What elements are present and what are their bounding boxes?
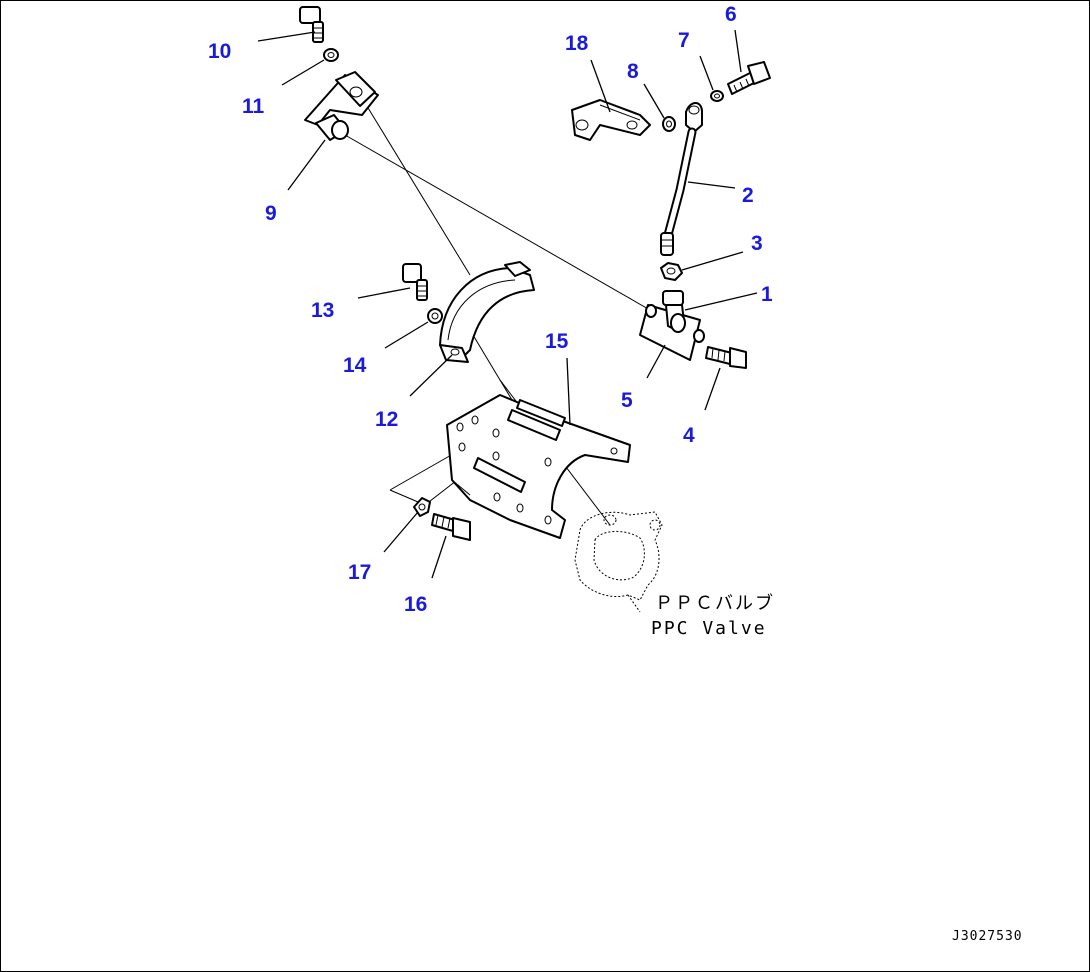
bolt-6	[727, 61, 771, 95]
clamp-12	[439, 261, 535, 363]
bracket-18	[571, 99, 651, 141]
callout-2: 2	[742, 184, 754, 207]
callout-16: 16	[404, 593, 427, 616]
hose-2	[660, 102, 703, 256]
nut-3	[660, 262, 683, 281]
callout-12: 12	[375, 408, 398, 431]
leader-lines	[257, 29, 758, 579]
callout-numbers: 10 11 9 18 8 7 6 2 3 1 5 4 13 14 12 15 1…	[208, 3, 773, 616]
spacer-9	[315, 114, 349, 141]
bolt-16	[431, 513, 471, 541]
callout-6: 6	[725, 3, 737, 26]
washer-17	[413, 497, 431, 517]
bolt-4	[705, 346, 747, 369]
elbow-fitting-1	[662, 290, 686, 333]
bolt-10	[299, 6, 324, 43]
washer-14	[427, 308, 443, 324]
callout-3: 3	[751, 232, 763, 255]
ppc-valve-label-en: PPC Valve	[651, 618, 767, 639]
washer-11	[323, 48, 339, 62]
callout-15: 15	[545, 330, 569, 353]
callout-7: 7	[678, 29, 690, 52]
callout-1: 1	[761, 283, 773, 306]
callout-17: 17	[348, 561, 371, 584]
callout-8: 8	[627, 60, 639, 83]
callout-18: 18	[565, 32, 589, 55]
washer-7	[710, 90, 724, 102]
callout-11: 11	[242, 95, 265, 118]
callout-4: 4	[683, 424, 695, 447]
callout-10: 10	[208, 40, 231, 63]
callout-13: 13	[311, 299, 334, 322]
washer-8	[662, 116, 676, 132]
clamp-bracket	[304, 71, 379, 126]
washer-4b	[693, 329, 705, 343]
callout-9: 9	[265, 202, 277, 225]
drawing-code: J3027530	[952, 929, 1023, 944]
ppc-valve-phantom	[574, 511, 663, 613]
plate-15	[446, 394, 631, 539]
callout-5: 5	[621, 389, 633, 412]
bolt-13	[402, 263, 428, 301]
ppc-valve-label-jp: ＰＰＣバルブ	[655, 592, 775, 614]
callout-14: 14	[343, 354, 367, 377]
